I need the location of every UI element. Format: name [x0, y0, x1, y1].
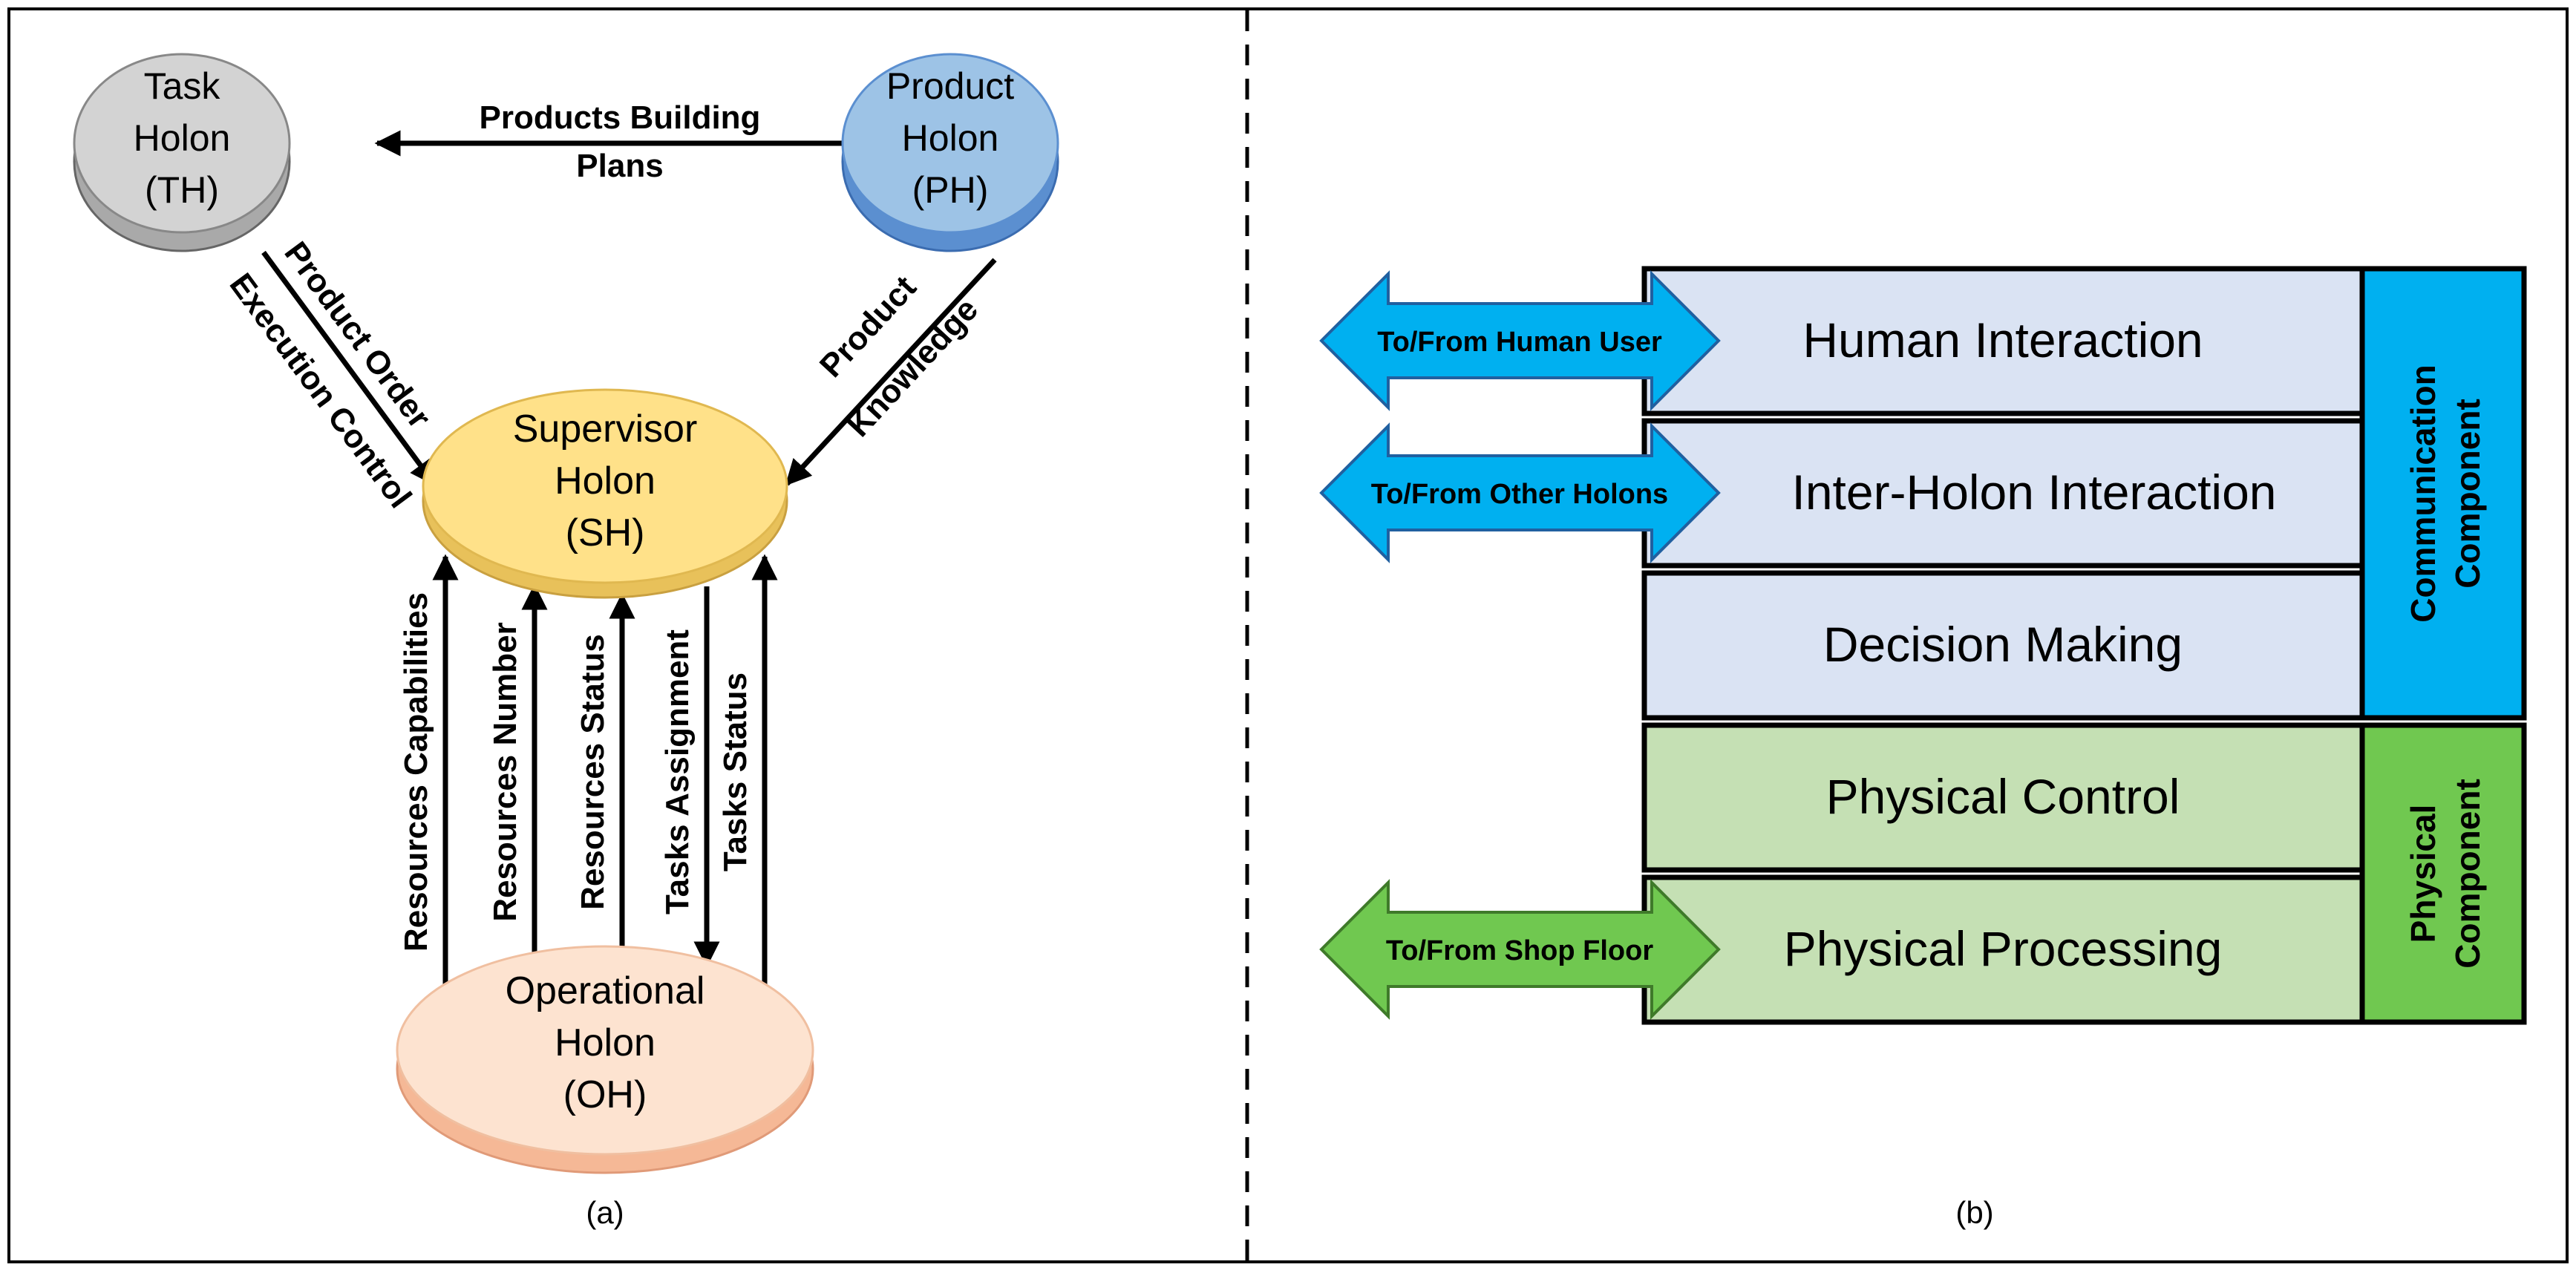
physical-component-bar — [2359, 722, 2527, 1025]
layer-physical-processing — [1641, 874, 2365, 1025]
label-physical: Physical — [2404, 805, 2442, 943]
arrow-human-user — [1319, 270, 1721, 411]
caption-b: (b) — [1955, 1195, 1993, 1230]
supervisor-holon-line1: Supervisor — [513, 408, 698, 451]
task-holon-top — [73, 53, 291, 234]
layer-inter-holon-interaction — [1641, 418, 2365, 569]
task-holon: Task Holon (TH) — [73, 53, 291, 252]
layer-physical-control — [1641, 722, 2365, 873]
operational-holon-line3: (OH) — [563, 1073, 647, 1116]
label-inter-holon-interaction: Inter-Holon Interaction — [1791, 465, 2276, 520]
operational-holon-line2: Holon — [555, 1021, 656, 1064]
task-holon-line2: Holon — [134, 117, 231, 159]
product-holon-line3: (PH) — [912, 169, 989, 211]
label-to-from-shop-floor: To/From Shop Floor — [1386, 935, 1653, 966]
label-products-building: Products Building — [480, 99, 761, 136]
task-holon-line3: (TH) — [145, 169, 219, 211]
product-holon-top — [841, 53, 1059, 234]
arrow-task-to-supervisor — [261, 250, 437, 486]
product-holon-line2: Holon — [902, 117, 999, 159]
label-physical-control: Physical Control — [1826, 769, 2180, 824]
label-physical-component: Component — [2448, 779, 2487, 969]
product-holon: Product Holon (PH) — [841, 53, 1059, 252]
label-communication-component: Component — [2448, 399, 2487, 589]
label-resources-capabilities: Resources Capabilities — [398, 592, 434, 952]
panel-a: Task Holon (TH) Product Holon (PH) Super… — [73, 53, 1059, 1230]
label-decision-making: Decision Making — [1823, 617, 2183, 672]
task-holon-line1: Task — [144, 65, 221, 107]
layer-decision-making — [1641, 570, 2365, 721]
arrow-other-holons — [1319, 422, 1721, 563]
figure-frame — [7, 7, 2569, 1263]
arrow-product-to-supervisor — [785, 258, 997, 486]
label-to-from-human-user: To/From Human User — [1377, 327, 1662, 358]
operational-holon: Operational Holon (OH) — [396, 945, 814, 1174]
label-resources-number: Resources Number — [487, 622, 523, 921]
product-holon-line1: Product — [886, 65, 1014, 107]
label-human-interaction: Human Interaction — [1802, 312, 2203, 367]
label-physical-processing: Physical Processing — [1784, 921, 2223, 976]
label-tasks-assignment: Tasks Assignment — [659, 629, 696, 914]
supervisor-holon-line3: (SH) — [566, 511, 645, 554]
label-to-from-other-holons: To/From Other Holons — [1371, 479, 1668, 510]
label-resources-status: Resources Status — [575, 634, 611, 910]
caption-a: (a) — [586, 1195, 624, 1230]
label-plans: Plans — [576, 148, 663, 184]
label-tasks-status: Tasks Status — [717, 673, 753, 871]
panel-b: Human Interaction Inter-Holon Interactio… — [1319, 266, 2527, 1230]
supervisor-holon-line2: Holon — [555, 459, 656, 503]
communication-component-bar — [2359, 266, 2527, 721]
operational-holon-top — [396, 945, 814, 1156]
supervisor-holon-top — [422, 388, 788, 584]
supervisor-holon: Supervisor Holon (SH) — [422, 388, 788, 599]
operational-holon-line1: Operational — [506, 969, 705, 1012]
arrow-shop-floor — [1319, 879, 1721, 1020]
label-communication: Communication — [2404, 364, 2442, 623]
